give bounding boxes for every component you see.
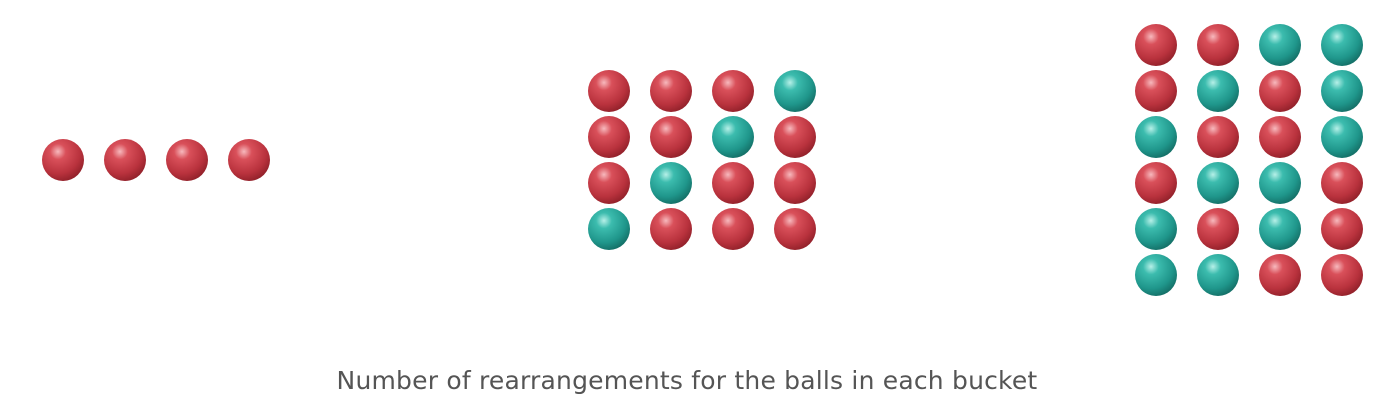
red-ball	[166, 139, 208, 181]
teal-ball	[1321, 24, 1363, 66]
red-ball	[712, 70, 754, 112]
red-ball	[1259, 254, 1301, 296]
teal-ball	[1259, 208, 1301, 250]
group-single-arrangement	[42, 139, 270, 181]
red-ball	[1197, 208, 1239, 250]
red-ball	[104, 139, 146, 181]
red-ball	[650, 116, 692, 158]
red-ball	[1197, 116, 1239, 158]
red-ball	[1321, 208, 1363, 250]
red-ball	[774, 116, 816, 158]
teal-ball	[712, 116, 754, 158]
red-ball	[1135, 24, 1177, 66]
red-ball	[588, 116, 630, 158]
red-ball	[588, 70, 630, 112]
teal-ball	[1135, 116, 1177, 158]
teal-ball	[588, 208, 630, 250]
red-ball	[774, 162, 816, 204]
arrangements-diagram	[42, 24, 1363, 296]
red-ball	[228, 139, 270, 181]
group-one-teal-arrangements	[588, 70, 816, 250]
teal-ball	[1321, 70, 1363, 112]
red-ball	[1135, 162, 1177, 204]
red-ball	[1259, 116, 1301, 158]
red-ball	[42, 139, 84, 181]
teal-ball	[1197, 254, 1239, 296]
red-ball	[650, 70, 692, 112]
red-ball	[1321, 254, 1363, 296]
group-two-teal-arrangements	[1135, 24, 1363, 296]
red-ball	[712, 162, 754, 204]
red-ball	[1259, 70, 1301, 112]
red-ball	[650, 208, 692, 250]
teal-ball	[1197, 70, 1239, 112]
teal-ball	[1321, 116, 1363, 158]
teal-ball	[1259, 162, 1301, 204]
red-ball	[712, 208, 754, 250]
red-ball	[774, 208, 816, 250]
red-ball	[1135, 70, 1177, 112]
red-ball	[1197, 24, 1239, 66]
teal-ball	[1135, 208, 1177, 250]
red-ball	[1321, 162, 1363, 204]
caption: Number of rearrangements for the balls i…	[336, 366, 1038, 395]
teal-ball	[774, 70, 816, 112]
teal-ball	[1135, 254, 1177, 296]
teal-ball	[650, 162, 692, 204]
red-ball	[588, 162, 630, 204]
teal-ball	[1197, 162, 1239, 204]
teal-ball	[1259, 24, 1301, 66]
